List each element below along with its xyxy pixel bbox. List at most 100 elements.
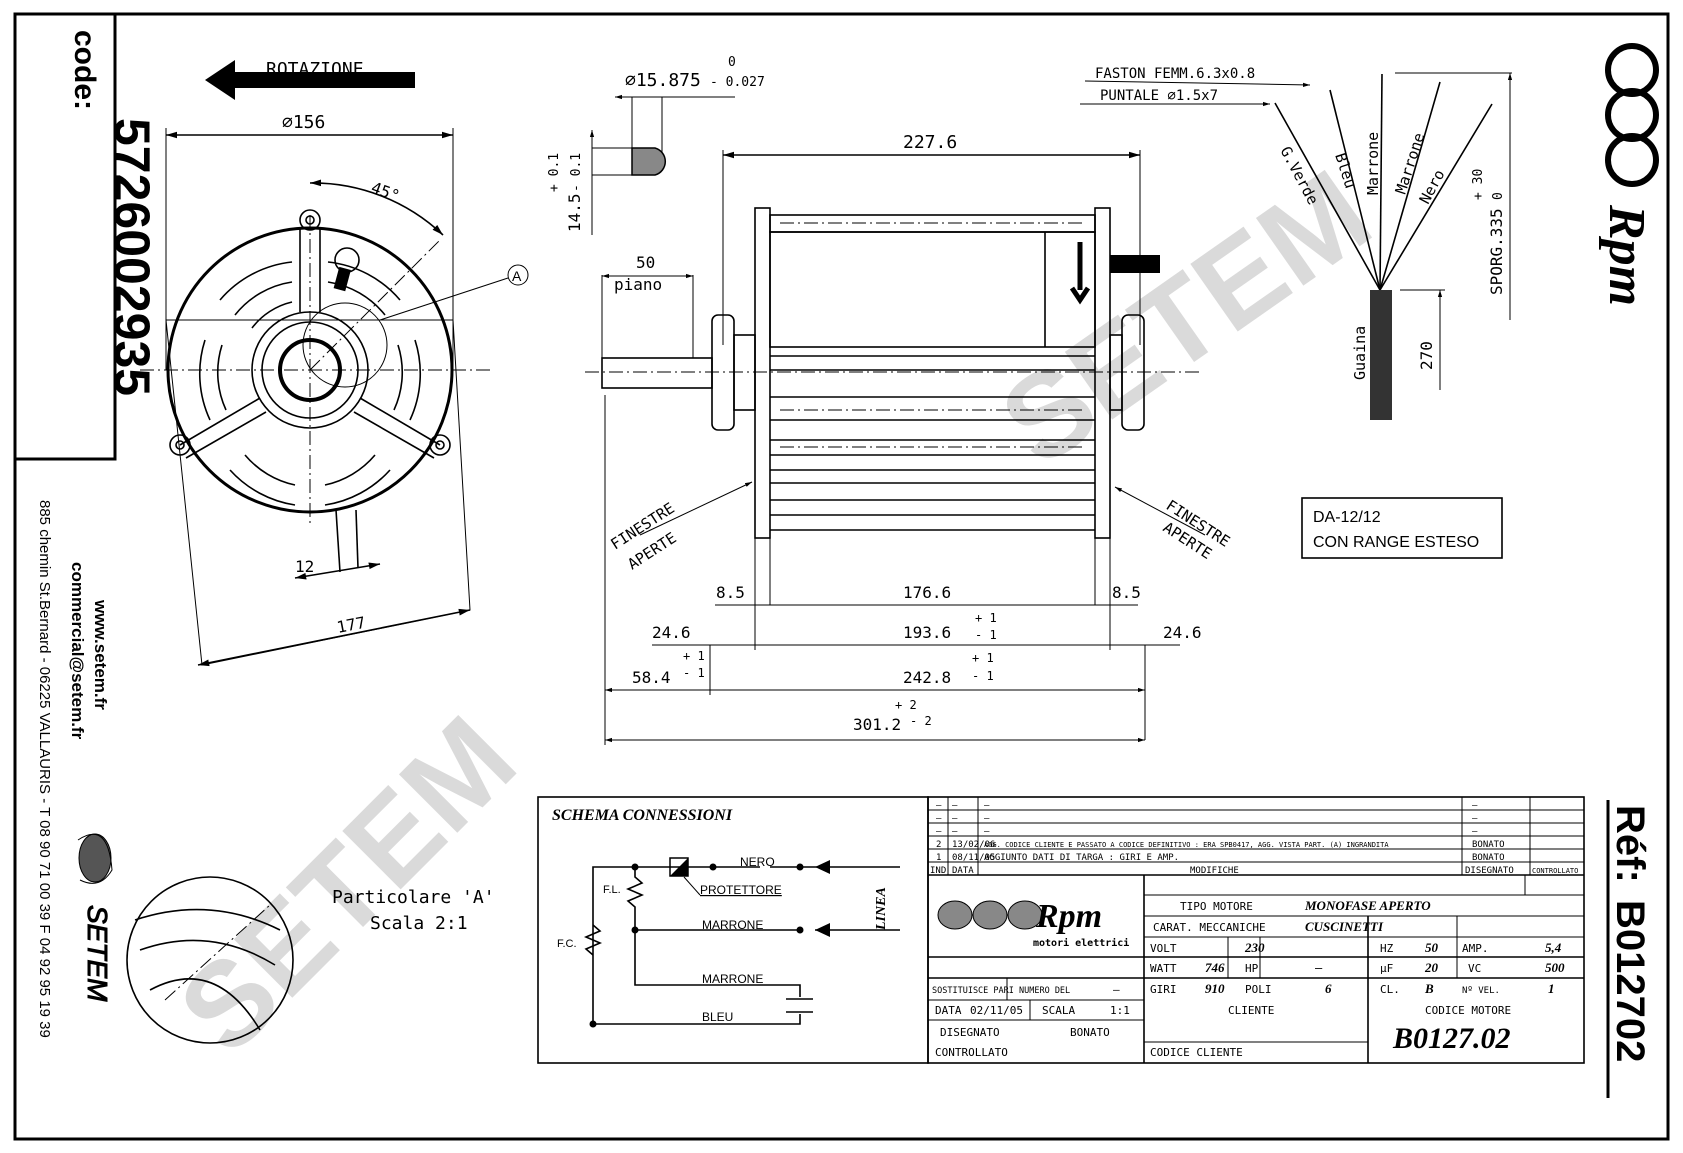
revision-table	[927, 796, 1585, 1064]
wire-marrone2-label: MARRONE	[702, 972, 763, 986]
detail-a-view: Particolare 'A' Scala 2:1	[126, 876, 495, 1044]
scala-value: 1:1	[1110, 1004, 1130, 1017]
revision-cell-ind: –	[936, 801, 942, 811]
dim-50: 50	[636, 253, 655, 272]
hp-label: HP	[1245, 962, 1259, 975]
rpm-logo-icon	[1605, 43, 1659, 187]
dim-58-tol-plus: + 1	[683, 649, 705, 663]
email-link[interactable]: commercial@setem.fr	[68, 562, 87, 740]
hz-label: HZ	[1380, 942, 1394, 955]
codice-motore-label: CODICE MOTORE	[1425, 1004, 1511, 1017]
disegnato-label: DISEGNATO	[940, 1026, 1000, 1039]
revision-cell-data: –	[952, 814, 958, 824]
dim-270: 270	[1417, 341, 1436, 370]
revision-header-dis: DISEGNATO	[1465, 866, 1514, 876]
address-text: 885 chemin St.Bernard - 06225 VALLAURIS …	[36, 500, 53, 1038]
disegnato-value: BONATO	[1070, 1026, 1110, 1039]
sostituisce-value: –	[1113, 983, 1120, 996]
front-diameter: ⌀156	[282, 112, 325, 133]
sporg-tol-minus: 0	[1491, 192, 1506, 200]
wire-color-label: Marrone	[1364, 132, 1382, 195]
dim-227: 227.6	[903, 132, 957, 153]
data-label: DATA	[935, 1004, 962, 1017]
revision-row: ––––	[936, 801, 1478, 811]
drawing-frame	[13, 12, 1670, 1141]
revision-cell-data: –	[952, 827, 958, 837]
sporg-tol-plus: + 30	[1471, 169, 1486, 200]
cl-label: CL.	[1380, 983, 1400, 996]
dim-8-5-left: 8.5	[716, 583, 745, 602]
linea-label: LINEA	[874, 887, 889, 931]
dim-301-tol-plus: + 2	[895, 698, 917, 712]
revision-cell-dis: BONATO	[1472, 853, 1505, 863]
volt-label: VOLT	[1150, 942, 1177, 955]
hp-value: –	[1315, 961, 1323, 975]
sporg-label: SPORG.335	[1487, 208, 1506, 295]
title-logo-sub: motori elettrici	[1033, 937, 1129, 949]
angle-label: 45°	[369, 178, 403, 206]
volt-value: 230	[1244, 940, 1265, 955]
hz-value: 50	[1425, 940, 1439, 955]
revision-cell-data: 13/02/06	[952, 840, 995, 850]
shaft-flat-tol-plus: + 0.1	[547, 153, 562, 192]
side-view: 227.6 50 piano	[585, 132, 1233, 745]
dim-242-tol-minus: - 1	[972, 669, 994, 683]
fl-label: F.L.	[603, 884, 621, 896]
wire-marrone1-label: MARRONE	[702, 918, 763, 932]
code-value: 5726002935	[104, 118, 160, 396]
revision-cell-ind: –	[936, 827, 942, 837]
ref-value: B012702	[1608, 900, 1652, 1062]
revision-cell-dis: BONATO	[1472, 840, 1505, 850]
revision-cell-ind: 1	[936, 853, 941, 863]
rotation-label: ROTAZIONE	[266, 59, 364, 80]
shaft-flat-tol-minus: - 0.1	[569, 153, 584, 192]
uf-label: µF	[1380, 962, 1393, 975]
piano-label: piano	[614, 275, 662, 294]
revision-header-mod: MODIFICHE	[1190, 866, 1239, 876]
sostituisce-label: SOSTITUISCE PARI NUMERO DEL	[932, 986, 1070, 996]
watermark-bottom: SETEM	[154, 691, 541, 1078]
watt-label: WATT	[1150, 962, 1177, 975]
carat-label: CARAT. MECCANICHE	[1153, 921, 1266, 934]
dim-58-tol-minus: - 1	[683, 666, 705, 680]
tipo-motore-value: MONOFASE APERTO	[1304, 898, 1431, 913]
watt-value: 746	[1205, 960, 1225, 975]
revision-cell-dis: –	[1472, 827, 1478, 837]
tipo-motore-label: TIPO MOTORE	[1180, 900, 1253, 913]
shaft-tol-lower: - 0.027	[710, 75, 765, 90]
detail-a-title: Particolare 'A'	[332, 887, 495, 908]
codice-cliente-label: CODICE CLIENTE	[1150, 1046, 1243, 1059]
amp-value: 5,4	[1545, 940, 1562, 955]
dim-12: 12	[295, 557, 314, 576]
giri-label: GIRI	[1150, 983, 1177, 996]
amp-label: AMP.	[1462, 942, 1489, 955]
guaina-label: Guaina	[1351, 326, 1369, 380]
fc-label: F.C.	[557, 938, 577, 950]
nvel-label: Nº VEL.	[1462, 986, 1500, 996]
poli-label: POLI	[1245, 983, 1272, 996]
wire-bleu-label: BLEU	[702, 1010, 733, 1024]
dim-24-right: 24.6	[1163, 623, 1202, 642]
shaft-flat: 14.5	[565, 193, 584, 232]
giri-value: 910	[1205, 981, 1225, 996]
setem-logo-icon	[77, 833, 113, 884]
fc-winding-icon	[583, 924, 603, 956]
wire-nero-label: NERO	[740, 855, 775, 869]
shaft-diameter: ⌀15.875	[625, 70, 701, 91]
rpm-brand: Rpm	[1598, 204, 1655, 306]
poli-value: 6	[1325, 981, 1332, 996]
ref-label: Réf:	[1608, 805, 1652, 883]
website-link[interactable]: www.setem.fr	[91, 599, 110, 710]
revision-header-ctrl: CONTROLLATO	[1532, 867, 1578, 875]
wire-color-label: Nero	[1416, 167, 1449, 207]
revision-cell-data: –	[952, 801, 958, 811]
dim-193-tol-minus: - 1	[975, 628, 997, 642]
vc-label: VC	[1468, 962, 1481, 975]
code-box	[13, 12, 117, 461]
revision-cell-mod: –	[984, 801, 990, 811]
dim-242-tol-plus: + 1	[972, 651, 994, 665]
schema-title: SCHEMA CONNESSIONI	[552, 807, 733, 824]
